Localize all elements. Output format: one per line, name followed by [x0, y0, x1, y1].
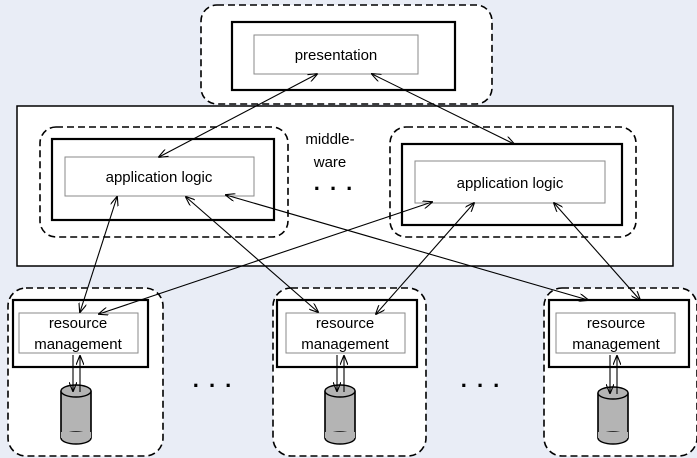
database-3-icon: [597, 386, 629, 445]
arrow-applogic-right-resource-2: [376, 203, 474, 314]
database-1-icon: [60, 384, 92, 445]
database-2-icon: [324, 384, 356, 445]
middleware-label-line1: middle-: [305, 131, 354, 148]
resource-2-inner-box: [285, 312, 406, 354]
arrow-presentation-applogic-left: [159, 74, 317, 157]
resource-ellipsis-right: . . .: [461, 367, 502, 392]
resource-ellipsis-left: . . .: [193, 367, 234, 392]
connection-arrows: [73, 74, 640, 394]
presentation-inner-box: [253, 34, 419, 75]
presentation-label: presentation: [295, 47, 378, 64]
application-logic-left-inner-box: [64, 156, 255, 197]
application-logic-right-label: application logic: [457, 175, 564, 192]
resource-3-label-line2: management: [572, 336, 660, 353]
arrow-presentation-applogic-right: [372, 74, 514, 144]
application-logic-left: application logic: [39, 126, 289, 238]
resource-1-label-line1: resource: [49, 315, 107, 332]
resource-3-label-line1: resource: [587, 315, 645, 332]
resource-2-label-line2: management: [301, 336, 389, 353]
middleware-ellipsis: . . .: [314, 170, 355, 195]
resource-tier-2: resource management: [272, 287, 427, 457]
middleware-label-line2: ware: [313, 154, 347, 171]
resource-3-inner-box: [555, 312, 676, 354]
application-logic-left-label: application logic: [106, 169, 213, 186]
presentation-tier: presentation: [200, 4, 493, 105]
resource-1-inner-box: [18, 312, 139, 354]
resource-1-label-line2: management: [34, 336, 122, 353]
resource-tier-1: resource management: [7, 287, 164, 457]
resource-tier-3: resource management: [543, 287, 697, 457]
arrow-applogic-right-resource-3: [554, 203, 640, 300]
resource-2-label-line1: resource: [316, 315, 374, 332]
